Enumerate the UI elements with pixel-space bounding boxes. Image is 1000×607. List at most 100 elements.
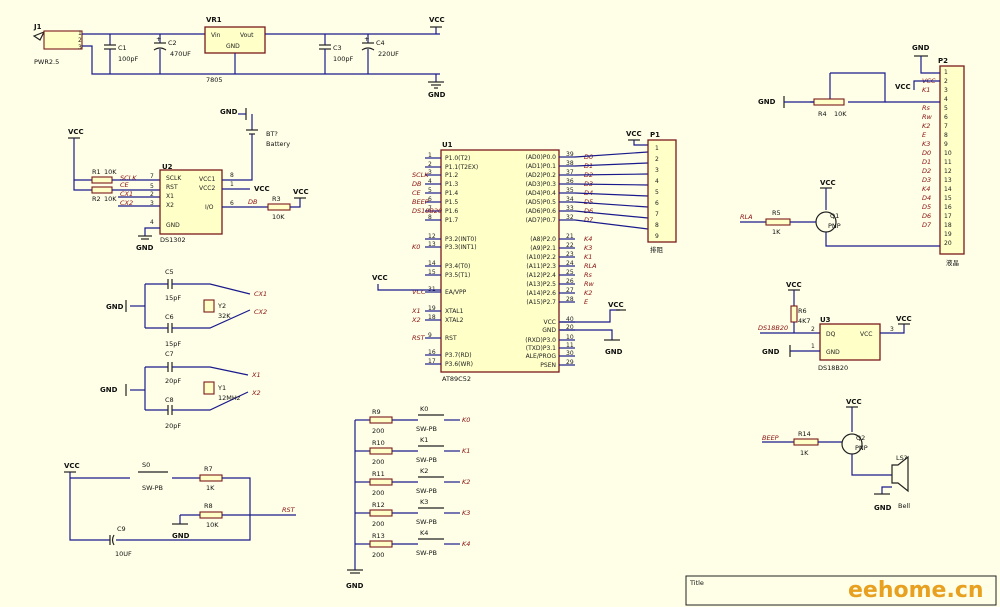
key-switch-ref: K0 [420,405,428,413]
c7-val: 20pF [165,377,181,385]
key-resistor-val: 200 [372,520,384,528]
title-block-box [685,575,997,606]
u1-pin-num: 37 [566,169,574,176]
r1-val: 10K [104,168,117,176]
u1-pin-num: 10 [566,334,574,341]
net-ds18b20: DS18B20 [758,324,788,332]
gnd-label: GND [758,98,776,106]
gnd-label: GND [220,108,238,116]
key-resistor-ref: R12 [372,501,385,509]
net-x2: X2 [251,389,261,397]
vcc-label: VCC [254,185,270,193]
vr1-vout: Vout [240,32,254,39]
ds18b20-section: VCC R6 4K7 DS18B20 U3 DQ VCC GND 2 1 3 D… [758,281,912,372]
vcc-label: VCC [429,16,445,24]
u1-pin-name: (A12)P2.4 [526,272,556,279]
u1-pin-num: 22 [566,242,574,249]
r6-body [790,305,798,323]
mcu-section: U1 AT89C52 P1.0(T2)1P1.1(T2EX)2P1.23SCLK… [372,141,649,383]
u1-pin-name: P1.3 [445,181,458,188]
net-cx2: CX2 [254,308,267,316]
gnd-label: GND [605,348,623,356]
u1-net-label: D5 [584,198,593,206]
u1-pin-num: 14 [428,260,436,267]
svg-text:7: 7 [150,173,154,180]
c6-ref: C6 [165,313,174,321]
u1-pin-name: P1.6 [445,208,458,215]
u1-pin-name: (A14)P2.6 [526,290,556,297]
p1-pin-num: 4 [655,178,659,185]
r5-val: 1K [772,228,781,236]
svg-text:1: 1 [230,181,234,188]
u1-pin-name: (RXD)P3.0 [525,337,556,344]
u1-pin-num: 39 [566,151,574,158]
net-rst: RST [282,506,296,514]
p2-net-label: D7 [922,221,932,229]
r2-val: 10K [104,195,117,203]
u1-net-label: RLA [584,262,597,270]
r1-ref: R1 [92,168,101,176]
r4-ref: R4 [818,110,827,118]
c5-ref: C5 [165,268,174,276]
c8-ref: C8 [165,396,174,404]
p2-pin-num: 1 [944,69,948,76]
svg-text:6: 6 [230,200,234,207]
u3-pin-vcc: VCC [860,331,872,338]
gnd-label: GND [874,504,892,512]
r2-body [91,186,113,194]
c2-ref: C2 [168,39,177,47]
key-resistor-val: 200 [372,427,384,435]
p2-net-label: Rw [922,113,933,121]
gnd-label: GND [762,348,780,356]
u1-net-label: K1 [584,253,592,261]
key-resistor-val: 200 [372,551,384,559]
power-supply: J1 1 2 3 PWR2.5 C1 100pF + C2 470UF VR1 … [32,16,446,99]
p2-pin-num: 16 [944,204,952,211]
vcc-label: VCC [64,462,80,470]
p2-pin-num: 19 [944,231,952,238]
p2-label: 液晶 [946,258,959,267]
u1-pin-name: (AD7)P0.7 [526,217,557,224]
u1-pin-name: (A8)P2.0 [530,236,556,243]
u1-pin-num: 32 [566,214,574,221]
u1-pin-num: 34 [566,196,574,203]
s0-val: SW-PB [142,484,163,492]
u2-pin-x1: X1 [166,193,174,200]
svg-text:8: 8 [230,172,234,179]
p2-net-label: K2 [922,122,930,130]
p1-pin-num: 8 [655,222,659,229]
p2-pin-num: 13 [944,177,952,184]
gnd-label: GND [106,303,124,311]
u1-pin-name: (A11)P2.3 [526,263,556,270]
svg-text:+: + [156,35,161,43]
c5-val: 15pF [165,294,181,302]
u1-pin-num: 2 [428,161,432,168]
key-net-label: K4 [462,540,470,548]
p2-pin-num: 8 [944,132,948,139]
u1-pin-num: 12 [428,233,436,240]
c6-val: 15pF [165,340,181,348]
u3-pin-gnd: GND [826,349,840,356]
u2-body [159,169,223,235]
key-switch-val: SW-PB [416,425,437,433]
u1-pin-name: (A9)P2.1 [530,245,556,252]
r14-val: 1K [800,449,809,457]
u1-pin-name: P1.1(T2EX) [445,164,478,171]
c4-val: 220UF [378,50,399,58]
svg-text:5: 5 [150,183,154,190]
u1-pin-name: VCC [544,319,556,326]
rtc-section: VCC R1 10K R2 10K SCLK CE CX1 CX2 U2 SCL… [68,108,309,252]
p1-pin-num: 6 [655,200,659,207]
u1-pin-num: 33 [566,205,574,212]
key-resistor-ref: R9 [372,408,381,416]
u1-part: AT89C52 [442,375,471,383]
ls-ref: LS? [896,454,907,462]
u1-pin-num: 1 [428,152,432,159]
u2-part: DS1302 [160,236,186,244]
svg-text:1: 1 [811,343,815,350]
q1-ref: Q1 [830,212,839,220]
r3-ref: R3 [272,195,281,203]
ls-val: Bell [898,502,910,510]
gnd-label: GND [136,244,154,252]
